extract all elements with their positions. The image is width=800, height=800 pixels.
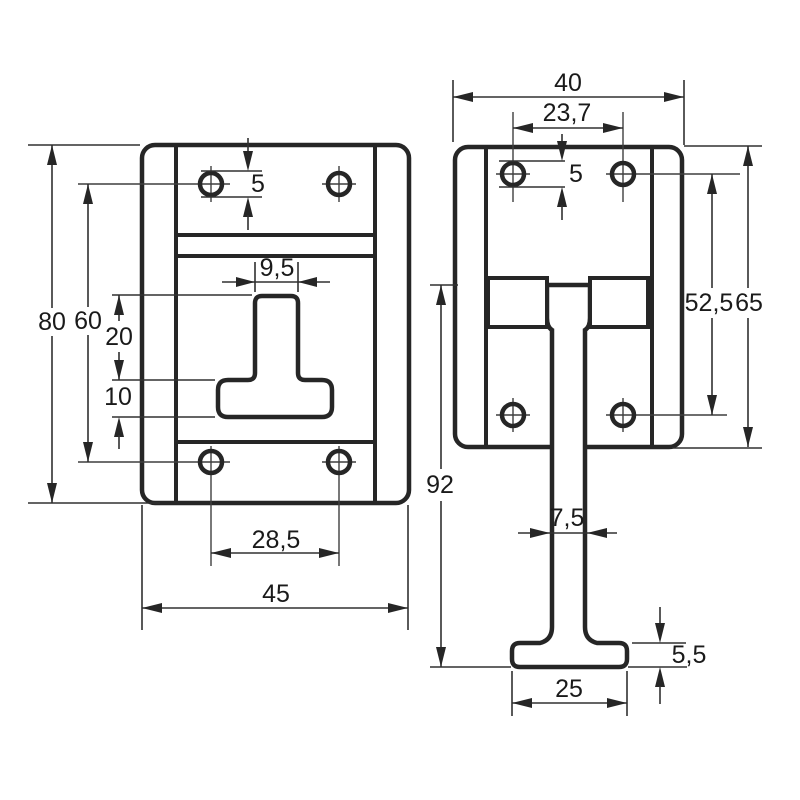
front-view-outline	[139, 142, 412, 506]
mount-hole	[325, 448, 353, 476]
mount-hole	[197, 448, 225, 476]
latch-block-left	[486, 276, 549, 329]
dim-base-height-label: 10	[104, 383, 132, 411]
t-stem-and-foot	[509, 282, 630, 670]
t-slot-cutout	[215, 293, 335, 420]
dim-plate-height-label: 65	[735, 289, 763, 317]
dim-hole-to-bottom-label: 52,5	[685, 289, 734, 317]
dim-hole-spacing-label: 23,7	[543, 99, 592, 127]
side-view-outline	[452, 144, 685, 670]
mount-hole	[499, 160, 527, 188]
dim-stem-width-label: 7,5	[550, 504, 585, 532]
front-view-dimensions: 80 60 5 9,5 20 10	[28, 138, 409, 630]
dim-hole-dia-side-label: 5	[569, 160, 583, 188]
dim-total-height-label: 92	[426, 471, 454, 499]
dim-foot-height-label: 5,5	[672, 641, 707, 669]
dim-slot-width-label: 9,5	[260, 254, 295, 282]
dim-overall-height-label: 80	[38, 308, 66, 336]
dim-stem-length-label: 20	[105, 323, 133, 351]
mount-hole	[325, 170, 353, 198]
dim-foot-width-label: 25	[555, 675, 583, 703]
dim-hole-spacing-v-label: 60	[74, 307, 102, 335]
mount-hole	[609, 160, 637, 188]
side-view-holes	[496, 112, 740, 432]
dim-overall-width-label: 45	[262, 580, 290, 608]
side-view-dimensions: 40 23,7 5 52,5 65 92	[426, 69, 763, 716]
dim-hole-dia-label: 5	[251, 170, 265, 198]
latch-block-right	[588, 276, 650, 329]
front-view-holes	[78, 166, 356, 566]
dim-plate-width-label: 40	[554, 69, 582, 97]
mount-hole	[197, 170, 225, 198]
mount-hole	[609, 401, 637, 429]
dim-hole-spacing-h-label: 28,5	[252, 526, 301, 554]
mount-hole	[499, 401, 527, 429]
